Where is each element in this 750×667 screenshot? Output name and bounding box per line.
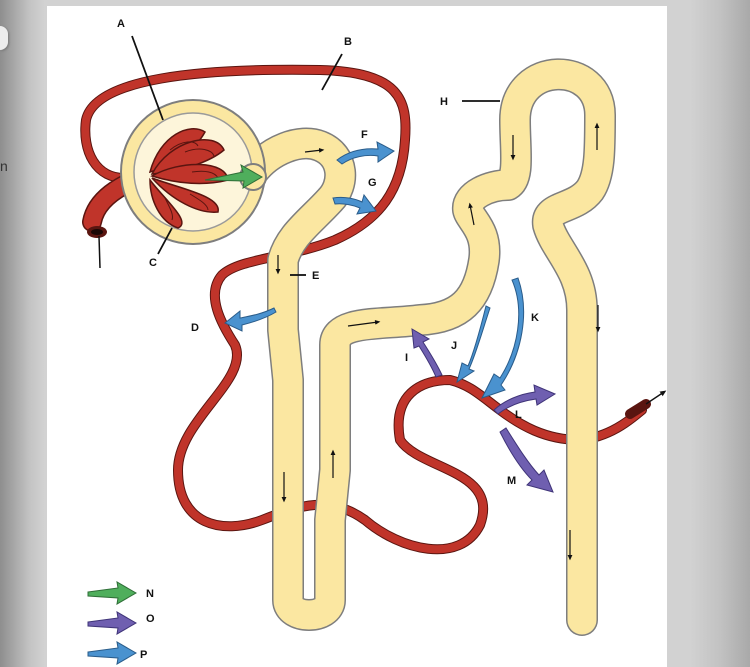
label-D: D — [191, 322, 199, 334]
vein-exit-arrow — [646, 392, 664, 404]
label-H: H — [440, 96, 448, 108]
label-G: G — [368, 177, 377, 189]
afferent-stem — [99, 236, 100, 268]
distal-inner-gap — [540, 105, 575, 170]
label-I: I — [405, 352, 408, 364]
legend-green-arrow — [88, 582, 136, 604]
legend: N O P — [88, 582, 155, 664]
label-A: A — [117, 18, 125, 30]
label-C: C — [149, 257, 157, 269]
legend-label-P: P — [140, 649, 147, 661]
legend-label-O: O — [146, 613, 155, 625]
legend-label-N: N — [146, 588, 154, 600]
legend-blue-arrow — [88, 642, 136, 664]
label-L: L — [515, 409, 522, 421]
label-K: K — [531, 312, 539, 324]
purple-arrow-I — [412, 329, 442, 377]
label-B: B — [344, 36, 352, 48]
legend-purple-arrow — [88, 612, 136, 634]
label-E: E — [312, 270, 319, 282]
label-M: M — [507, 475, 516, 487]
label-J: J — [451, 340, 457, 352]
label-F: F — [361, 129, 368, 141]
afferent-lumen — [91, 229, 103, 235]
